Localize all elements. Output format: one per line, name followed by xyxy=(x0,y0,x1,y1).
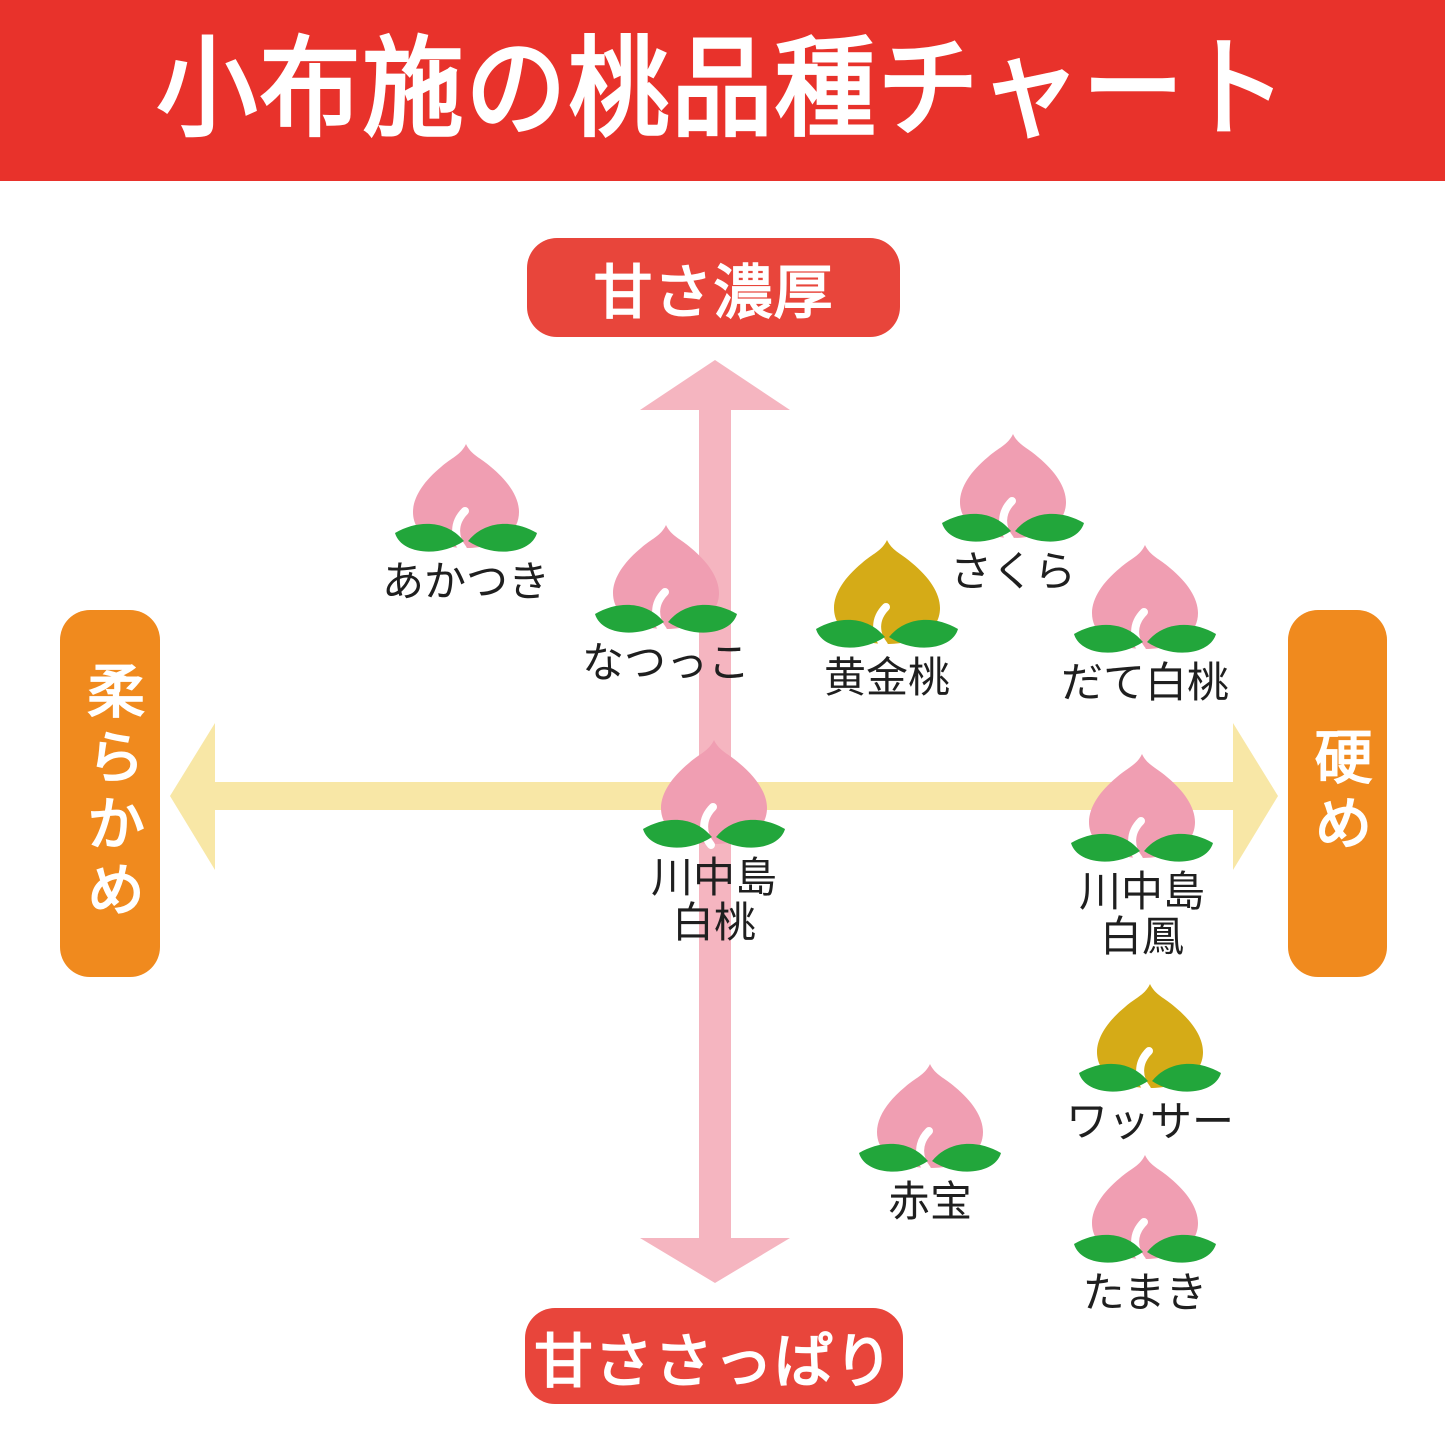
peach-node: ワッサー xyxy=(1030,982,1270,1145)
peach-label: さくら xyxy=(949,548,1076,595)
peach-icon xyxy=(395,444,537,553)
peach-icon xyxy=(1071,754,1213,863)
peach-node: たまき xyxy=(1025,1153,1265,1316)
peach-icon xyxy=(595,525,737,634)
axis-label-right-text: 硬め xyxy=(1305,727,1371,860)
peach-label: 黄金桃 xyxy=(823,654,950,701)
axis-label-top-text: 甘さ濃厚 xyxy=(593,260,834,326)
axis-label-sweet-light: 甘ささっぱり xyxy=(525,1308,903,1404)
axis-label-firm: 硬め xyxy=(1288,610,1387,977)
peach-label: 赤宝 xyxy=(887,1178,972,1225)
peach-node: なつっこ xyxy=(546,523,786,686)
peach-label: なつっこ xyxy=(581,639,750,686)
peach-icon xyxy=(859,1064,1001,1173)
peach-node: あかつき xyxy=(346,442,586,605)
axis-label-sweet-rich: 甘さ濃厚 xyxy=(527,238,900,337)
peach-label: ワッサー xyxy=(1065,1098,1234,1145)
peach-label: 川中島白桃 xyxy=(650,854,777,946)
axis-label-left-text: 柔らかめ xyxy=(78,661,143,926)
axis-label-soft: 柔らかめ xyxy=(60,610,160,977)
peach-icon xyxy=(942,434,1084,543)
peach-node: 黄金桃 xyxy=(767,538,1007,701)
title-banner: 小布施の桃品種チャート xyxy=(0,0,1445,181)
peach-node: 川中島白鳳 xyxy=(1022,752,1262,960)
axis-label-bottom-text: 甘ささっぱり xyxy=(533,1328,894,1395)
peach-node: さくら xyxy=(893,432,1133,595)
peach-node: だて白桃 xyxy=(1025,543,1265,706)
peach-node: 川中島白桃 xyxy=(594,738,834,946)
peach-label: 川中島白鳳 xyxy=(1078,868,1205,960)
peach-icon xyxy=(1079,984,1221,1093)
page-title: 小布施の桃品種チャート xyxy=(156,29,1289,151)
peach-icon xyxy=(643,740,785,849)
peach-icon xyxy=(1074,545,1216,654)
peach-label: たまき xyxy=(1082,1269,1208,1316)
peach-node: 赤宝 xyxy=(810,1062,1050,1225)
peach-icon xyxy=(816,540,958,649)
peach-label: あかつき xyxy=(381,558,550,605)
peach-label: だて白桃 xyxy=(1060,659,1229,706)
peach-icon xyxy=(1074,1155,1216,1264)
